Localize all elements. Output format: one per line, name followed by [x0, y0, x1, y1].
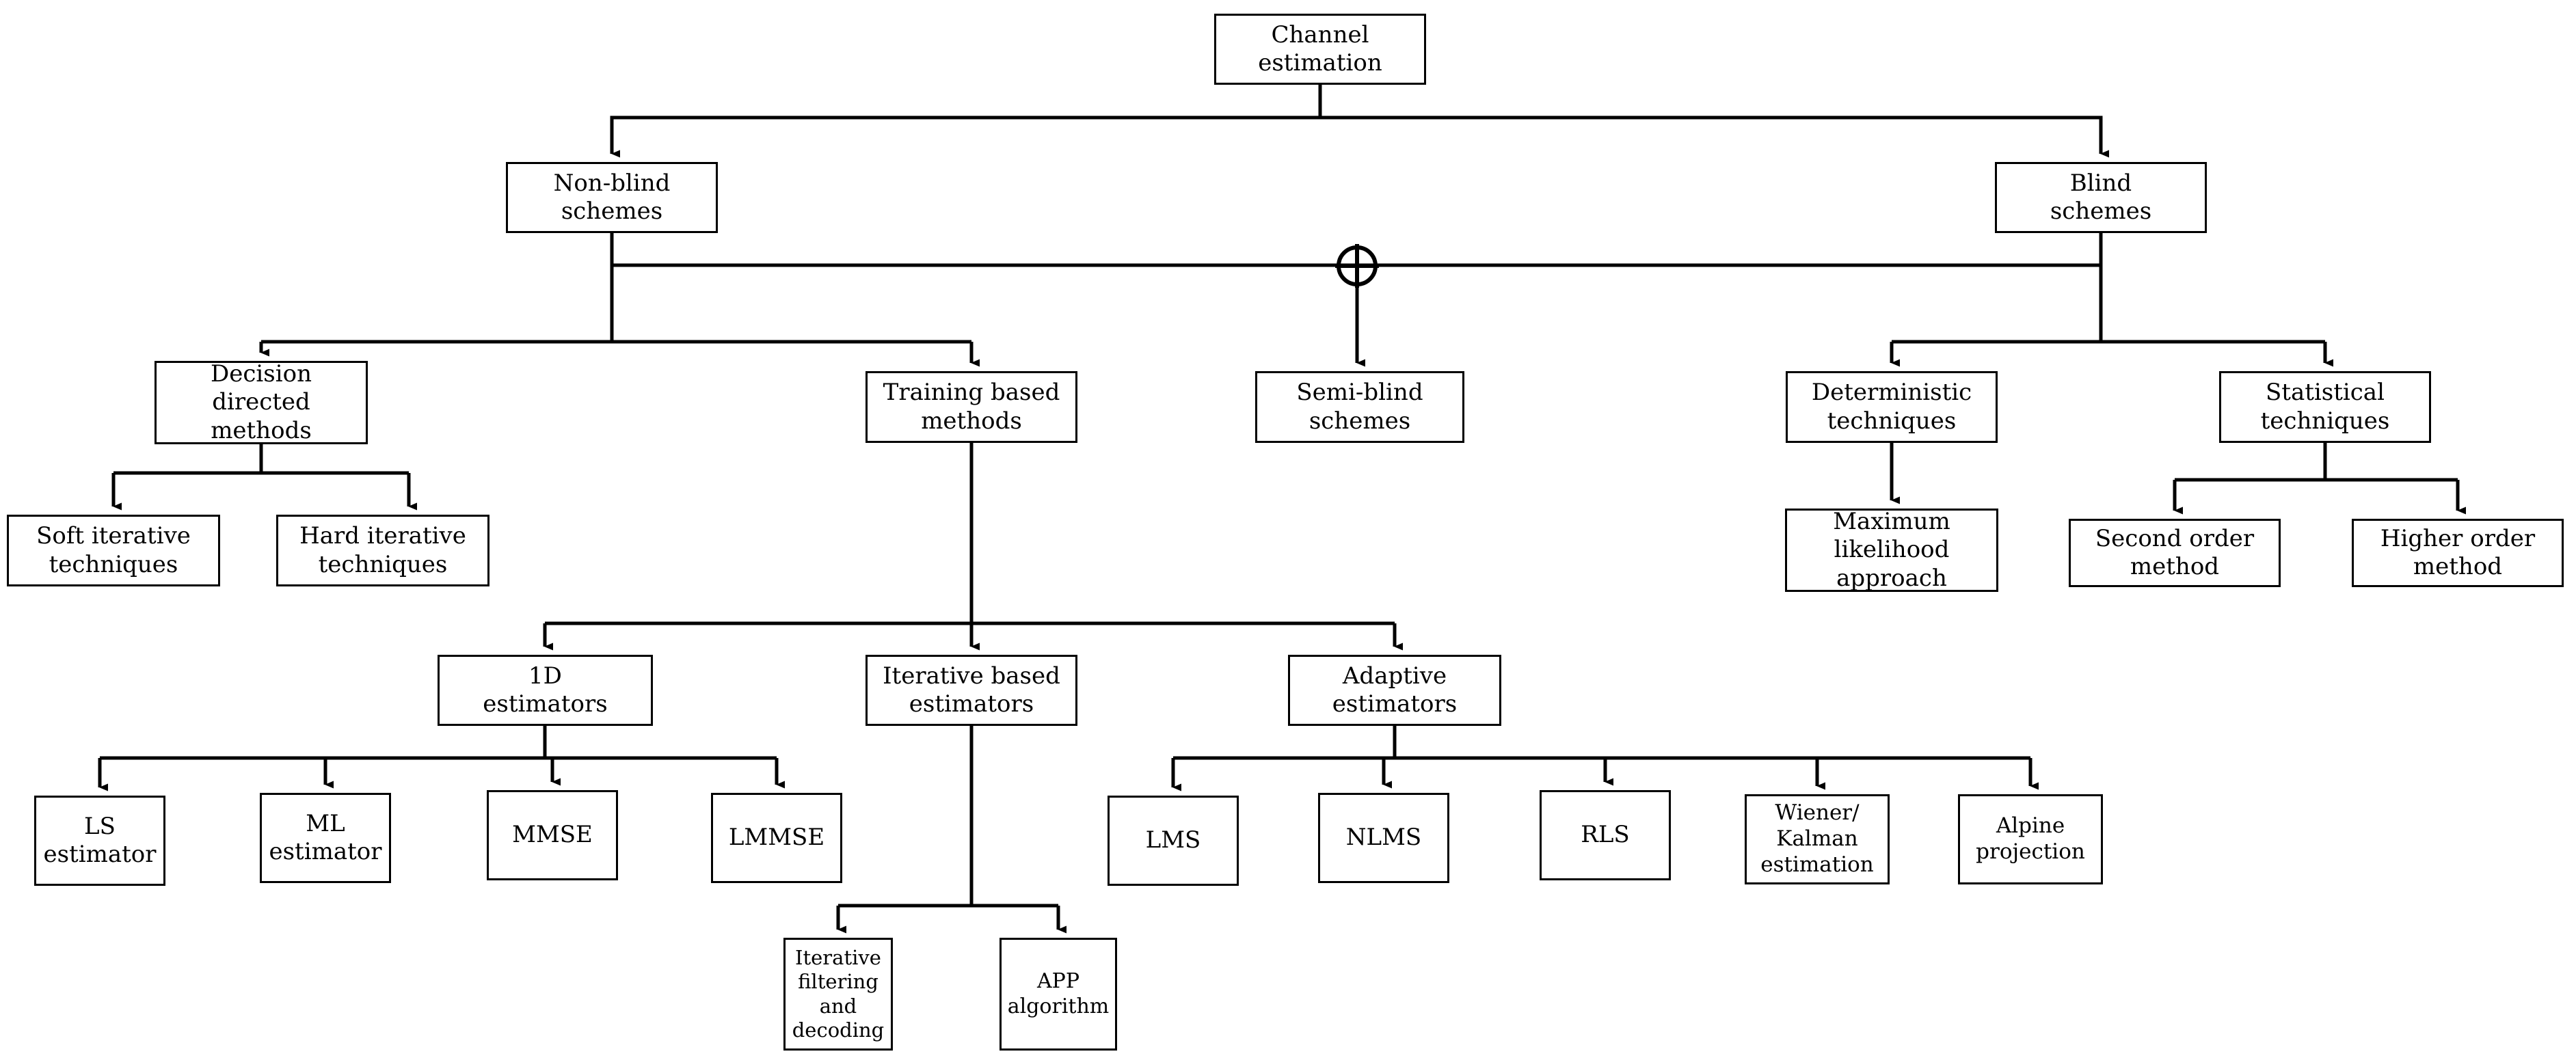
node-iterative-based-estimators[interactable]: Iterative based estimators — [866, 655, 1077, 726]
summation-junction-cross — [1335, 244, 1379, 288]
node-non-blind-schemes[interactable]: Non-blind schemes — [506, 162, 718, 233]
node-deterministic-techniques[interactable]: Deterministic techniques — [1786, 371, 1998, 443]
node-nlms[interactable]: NLMS — [1318, 793, 1449, 883]
node-adaptive-estimators[interactable]: Adaptive estimators — [1288, 655, 1501, 726]
edge-channel-to-blind — [1318, 85, 2109, 158]
edge-channel-to-nonblind — [610, 85, 1322, 158]
node-ml-estimator[interactable]: ML estimator — [260, 793, 391, 883]
node-wiener-kalman-estimation[interactable]: Wiener/ Kalman estimation — [1745, 794, 1890, 884]
node-maximum-likelihood-approach[interactable]: Maximum likelihood approach — [1785, 508, 1998, 592]
node-channel-estimation[interactable]: Channel estimation — [1214, 14, 1426, 85]
node-decision-directed-methods[interactable]: Decision directed methods — [155, 360, 368, 444]
node-iterative-filtering-and-decoding[interactable]: Iterative filtering and decoding — [783, 938, 893, 1051]
node-alpine-projection[interactable]: Alpine projection — [1958, 794, 2103, 884]
node-lms[interactable]: LMS — [1108, 796, 1239, 886]
node-rls[interactable]: RLS — [1540, 790, 1671, 880]
node-hard-iterative-techniques[interactable]: Hard iterative techniques — [276, 515, 489, 586]
node-second-order-method[interactable]: Second order method — [2069, 519, 2281, 587]
node-training-based-methods[interactable]: Training based methods — [866, 371, 1077, 443]
node-soft-iterative-techniques[interactable]: Soft iterative techniques — [7, 515, 220, 586]
node-app-algorithm[interactable]: APP algorithm — [999, 938, 1117, 1051]
node-1d-estimators[interactable]: 1D estimators — [438, 655, 653, 726]
node-statistical-techniques[interactable]: Statistical techniques — [2219, 371, 2431, 443]
edges-group — [98, 85, 2466, 934]
node-ls-estimator[interactable]: LS estimator — [34, 796, 165, 886]
node-lmmse[interactable]: LMMSE — [711, 793, 842, 883]
node-mmse[interactable]: MMSE — [487, 790, 618, 880]
node-blind-schemes[interactable]: Blind schemes — [1995, 162, 2207, 233]
node-higher-order-method[interactable]: Higher order method — [2352, 519, 2564, 587]
node-semi-blind-schemes[interactable]: Semi-blind schemes — [1255, 371, 1464, 443]
